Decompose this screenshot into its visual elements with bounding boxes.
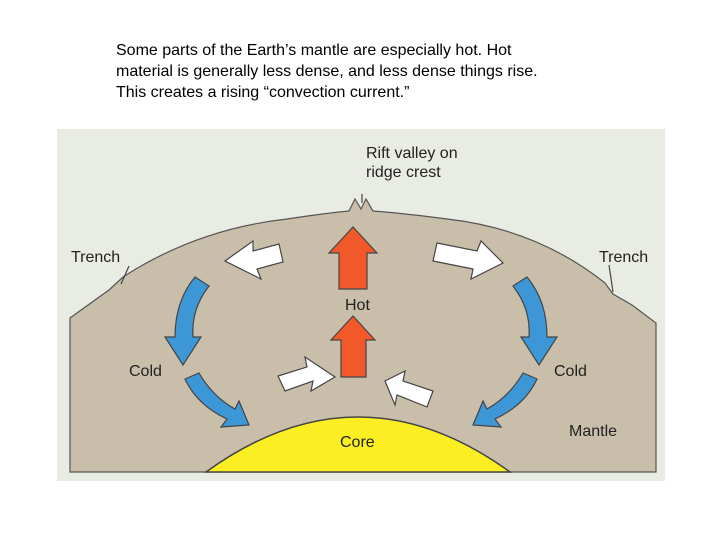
mantle-label: Mantle	[569, 423, 617, 440]
cold-left-label: Cold	[129, 363, 162, 380]
trench-right-label: Trench	[599, 249, 648, 266]
hot-label: Hot	[345, 297, 370, 314]
rift-label-line-2: ridge crest	[366, 164, 441, 181]
caption-line-1: Some parts of the Earth’s mantle are esp…	[116, 40, 636, 61]
convection-diagram-svg: Rift valley on ridge crest Trench Trench…	[57, 129, 665, 481]
rift-label-line-1: Rift valley on	[366, 145, 458, 162]
caption-line-2: material is generally less dense, and le…	[116, 61, 636, 82]
caption-line-3: This creates a rising “convection curren…	[116, 82, 636, 103]
core-label: Core	[340, 434, 375, 451]
caption: Some parts of the Earth’s mantle are esp…	[116, 40, 636, 103]
cold-right-label: Cold	[554, 363, 587, 380]
convection-diagram: Rift valley on ridge crest Trench Trench…	[57, 129, 665, 481]
trench-left-label: Trench	[71, 249, 120, 266]
